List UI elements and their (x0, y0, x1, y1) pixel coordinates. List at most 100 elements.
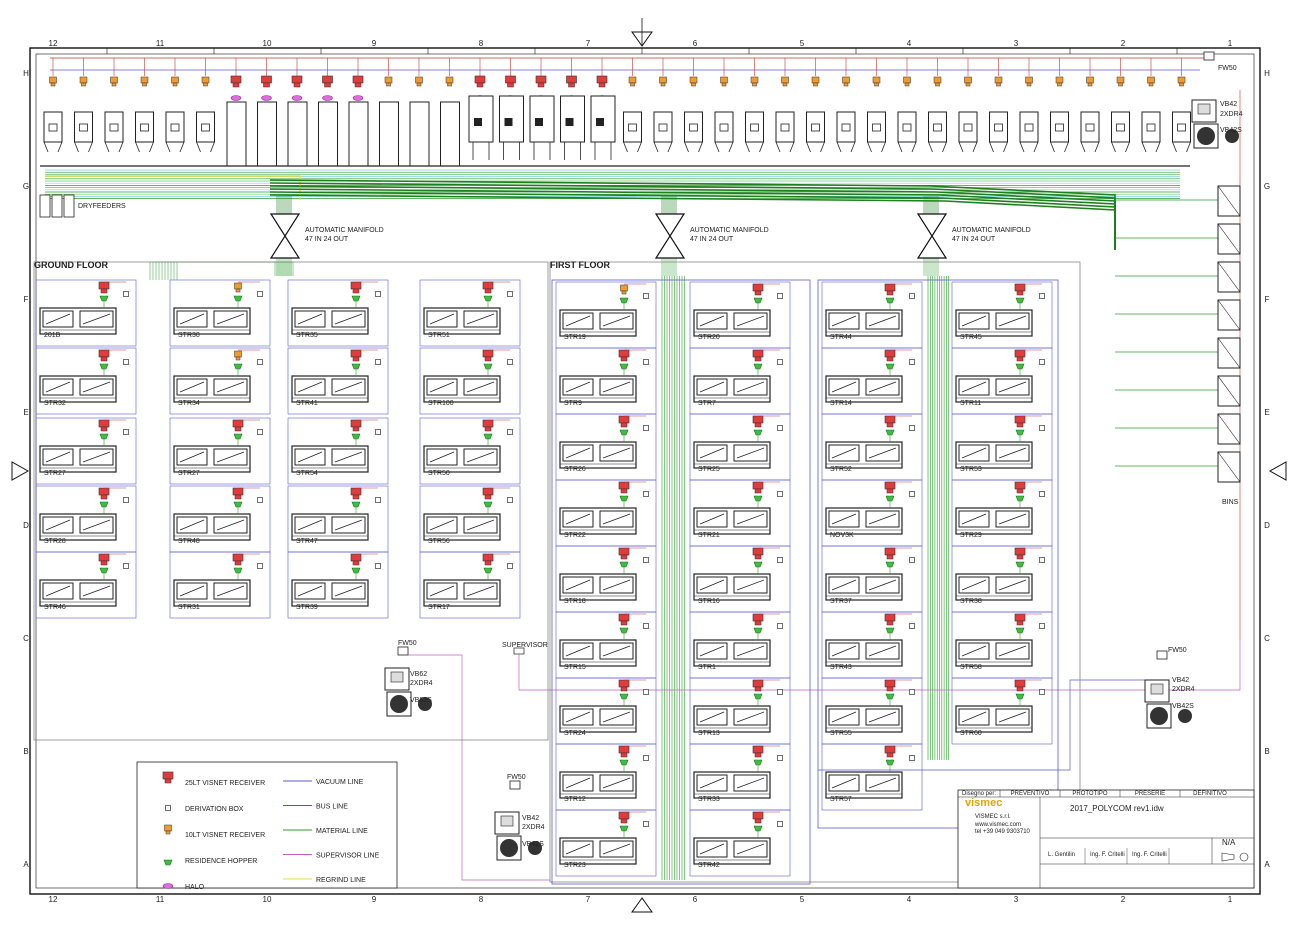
injection-machine (173, 375, 251, 403)
row-letter: F (1265, 295, 1270, 304)
bin (1217, 337, 1241, 369)
injection-machine (693, 573, 771, 601)
residence-hopper (99, 501, 109, 508)
first-floor-station: NOV3K (821, 479, 923, 547)
residence-hopper (885, 561, 895, 568)
red-receiver (618, 415, 630, 428)
injection-machine (173, 579, 251, 607)
automatic-manifold (269, 213, 301, 259)
column-number: 1 (1228, 39, 1233, 48)
derivation-box (777, 425, 783, 431)
legend-box (136, 761, 398, 889)
residence-hopper (1015, 363, 1025, 370)
residence-hopper (619, 627, 629, 634)
silo (318, 101, 338, 167)
column-number: 12 (49, 39, 58, 48)
derivation-box (643, 623, 649, 629)
red-receiver (98, 487, 110, 500)
red-receiver (350, 419, 362, 432)
injection-machine (423, 579, 501, 607)
ground-station: STR27 (169, 417, 271, 485)
ground-station: STR50 (419, 417, 521, 485)
halo (322, 95, 333, 101)
station-label: STR54 (296, 470, 318, 477)
row-letter: C (1264, 634, 1270, 643)
station-cell (287, 417, 389, 485)
residence-hopper (619, 561, 629, 568)
row-letter: B (1264, 747, 1269, 756)
manifold-label: AUTOMATIC MANIFOLD (952, 227, 1031, 234)
injection-machine (173, 445, 251, 473)
silo (867, 111, 886, 153)
station-label: STR19 (564, 334, 586, 341)
red-receiver (98, 419, 110, 432)
orange-receiver (842, 76, 850, 87)
silo (1141, 111, 1161, 153)
station-label: STR7 (698, 400, 716, 407)
derivation-box (1039, 359, 1045, 365)
author-name: L. Gentilin (1048, 852, 1075, 858)
station-label: STR38 (960, 598, 982, 605)
red-receiver (618, 745, 630, 758)
station-cell (287, 279, 389, 347)
red-receiver (752, 481, 764, 494)
vb42-label: VB42 (1220, 101, 1237, 108)
derivation-box (643, 821, 649, 827)
station-label: STR42 (698, 862, 720, 869)
derivation-box (507, 359, 513, 365)
supervisor-line (408, 654, 550, 881)
automatic-manifold (654, 213, 686, 259)
residence-hopper (1015, 495, 1025, 502)
station-cell (35, 347, 137, 415)
derivation-box (375, 291, 381, 297)
column-number: 2 (1121, 895, 1126, 904)
injection-machine (291, 307, 369, 335)
station-label: STR13 (698, 730, 720, 737)
station-cell (555, 809, 657, 877)
first-floor-station: STR19 (555, 281, 657, 349)
residence-hopper (619, 693, 629, 700)
orange-receiver (720, 76, 728, 87)
station-label: STR41 (296, 400, 318, 407)
column-number: 2 (1121, 39, 1126, 48)
red-receiver (505, 75, 516, 88)
first-floor-station: STR53 (951, 413, 1053, 481)
gf-material (165, 261, 286, 276)
dryer-panel (474, 118, 482, 126)
silo (257, 101, 277, 167)
station-cell (419, 551, 521, 619)
ground-station: STR32 (35, 347, 137, 415)
residence-hopper (99, 295, 109, 302)
fw50-box (1156, 650, 1168, 660)
injection-machine (693, 639, 771, 667)
injection-machine (559, 639, 637, 667)
derivation-box (1039, 425, 1045, 431)
legend-line-label: REGRIND LINE (316, 877, 366, 884)
station-cell (169, 551, 271, 619)
residence-hopper (1015, 297, 1025, 304)
silo (440, 101, 460, 167)
residence-hopper (233, 295, 243, 302)
station-label: STR58 (960, 664, 982, 671)
orange-receiver (689, 76, 698, 87)
bin (1217, 413, 1241, 445)
red-receiver (884, 349, 896, 362)
red-receiver (98, 553, 110, 566)
gf-material (156, 261, 280, 276)
row-letter: H (1264, 69, 1270, 78)
red-receiver (752, 349, 764, 362)
column-number: 10 (263, 895, 272, 904)
first-floor-station: STR37 (821, 545, 923, 613)
derivation-box (643, 491, 649, 497)
ground-station: STR46 (35, 551, 137, 619)
ground-station: STR34 (169, 347, 271, 415)
legend-line-label: SUPERVISOR LINE (316, 853, 380, 860)
station-label: STR37 (830, 598, 852, 605)
red-receiver (752, 415, 764, 428)
derivation-box (375, 359, 381, 365)
dryfeeder (63, 194, 75, 218)
residence-hopper (233, 501, 243, 508)
bin (1217, 223, 1241, 255)
red-receiver (884, 415, 896, 428)
derivation-box (777, 623, 783, 629)
